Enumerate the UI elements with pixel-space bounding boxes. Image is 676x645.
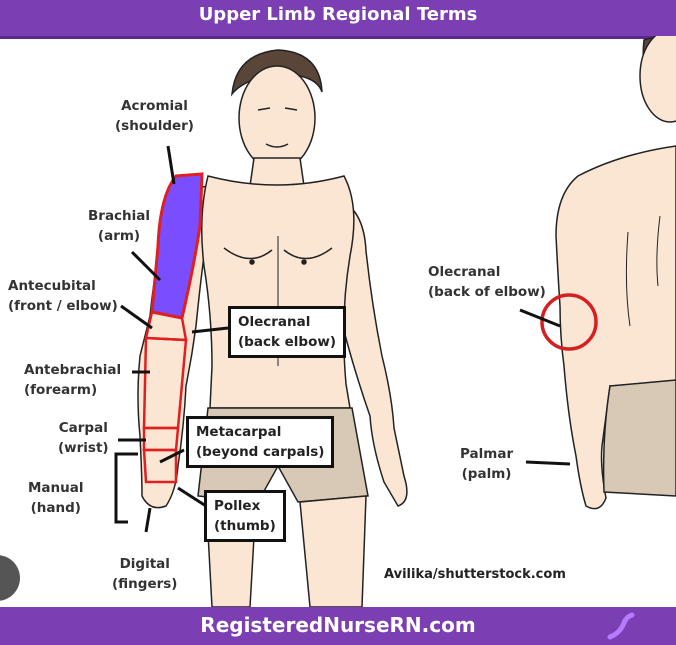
- image-credit: Avilika/shutterstock.com: [384, 567, 566, 582]
- manual-desc: (hand): [30, 500, 81, 516]
- back-figure: [555, 36, 676, 510]
- carpal-term: Carpal: [58, 420, 108, 436]
- pollex-desc: (thumb): [214, 518, 276, 534]
- pollex-box: Pollex (thumb): [204, 490, 286, 542]
- scroll-circle-button[interactable]: [0, 555, 20, 601]
- brachial-desc: (arm): [97, 228, 141, 244]
- pollex-term: Pollex: [214, 498, 261, 514]
- olecranal-back-circle: [540, 293, 598, 351]
- footer-banner: RegisteredNurseRN.com: [0, 607, 676, 645]
- pointer-lines: [114, 145, 571, 533]
- arm-highlights: [142, 172, 204, 484]
- front-neck: [249, 157, 305, 187]
- acromial-label: Acromial (shoulder): [115, 96, 194, 136]
- carpal-label: Carpal (wrist): [58, 418, 109, 458]
- metacarpal-box: Metacarpal (beyond carpals): [186, 416, 335, 468]
- antebrachial-label: Antebrachial (forearm): [24, 360, 121, 400]
- back-body: [555, 145, 676, 510]
- palmar-label: Palmar (palm): [460, 444, 513, 484]
- carpal-desc: (wrist): [58, 440, 109, 456]
- acromial-desc: (shoulder): [115, 118, 194, 134]
- olecranal-front-term: Olecranal: [238, 314, 311, 330]
- olecranal-front-box: Olecranal (back elbow): [228, 306, 346, 358]
- antebrachial-term: Antebrachial: [24, 362, 122, 378]
- front-head: [238, 65, 316, 171]
- palmar-term: Palmar: [460, 446, 514, 462]
- manual-term: Manual: [28, 480, 84, 496]
- digital-label: Digital (fingers): [112, 554, 177, 594]
- metacarpal-term: Metacarpal: [196, 424, 282, 440]
- manual-label: Manual (hand): [28, 478, 84, 518]
- antebrachial-desc: (forearm): [24, 382, 98, 398]
- back-shorts: [602, 379, 676, 497]
- digital-term: Digital: [119, 556, 170, 572]
- metacarpal-desc: (beyond carpals): [196, 444, 325, 460]
- antecubital-label: Antecubital (front / elbow): [8, 276, 118, 316]
- antecubital-desc: (front / elbow): [8, 298, 118, 314]
- title-banner: Upper Limb Regional Terms: [0, 0, 676, 39]
- antecubital-term: Antecubital: [8, 278, 96, 294]
- footer-site: RegisteredNurseRN.com: [200, 613, 476, 637]
- page-title: Upper Limb Regional Terms: [198, 4, 478, 25]
- hand-outline: [142, 448, 178, 484]
- brachial-term: Brachial: [88, 208, 151, 224]
- acromial-term: Acromial: [121, 98, 188, 114]
- olecranal-back-term: Olecranal: [428, 264, 501, 280]
- palmar-desc: (palm): [461, 466, 512, 482]
- back-head: [639, 36, 676, 123]
- digital-desc: (fingers): [112, 576, 178, 592]
- olecranal-back-desc: (back of elbow): [428, 284, 546, 300]
- olecranal-back-label: Olecranal (back of elbow): [428, 262, 546, 302]
- olecranal-front-desc: (back elbow): [238, 334, 336, 350]
- brachial-label: Brachial (arm): [88, 206, 150, 246]
- brand-swoosh-icon: [607, 612, 635, 640]
